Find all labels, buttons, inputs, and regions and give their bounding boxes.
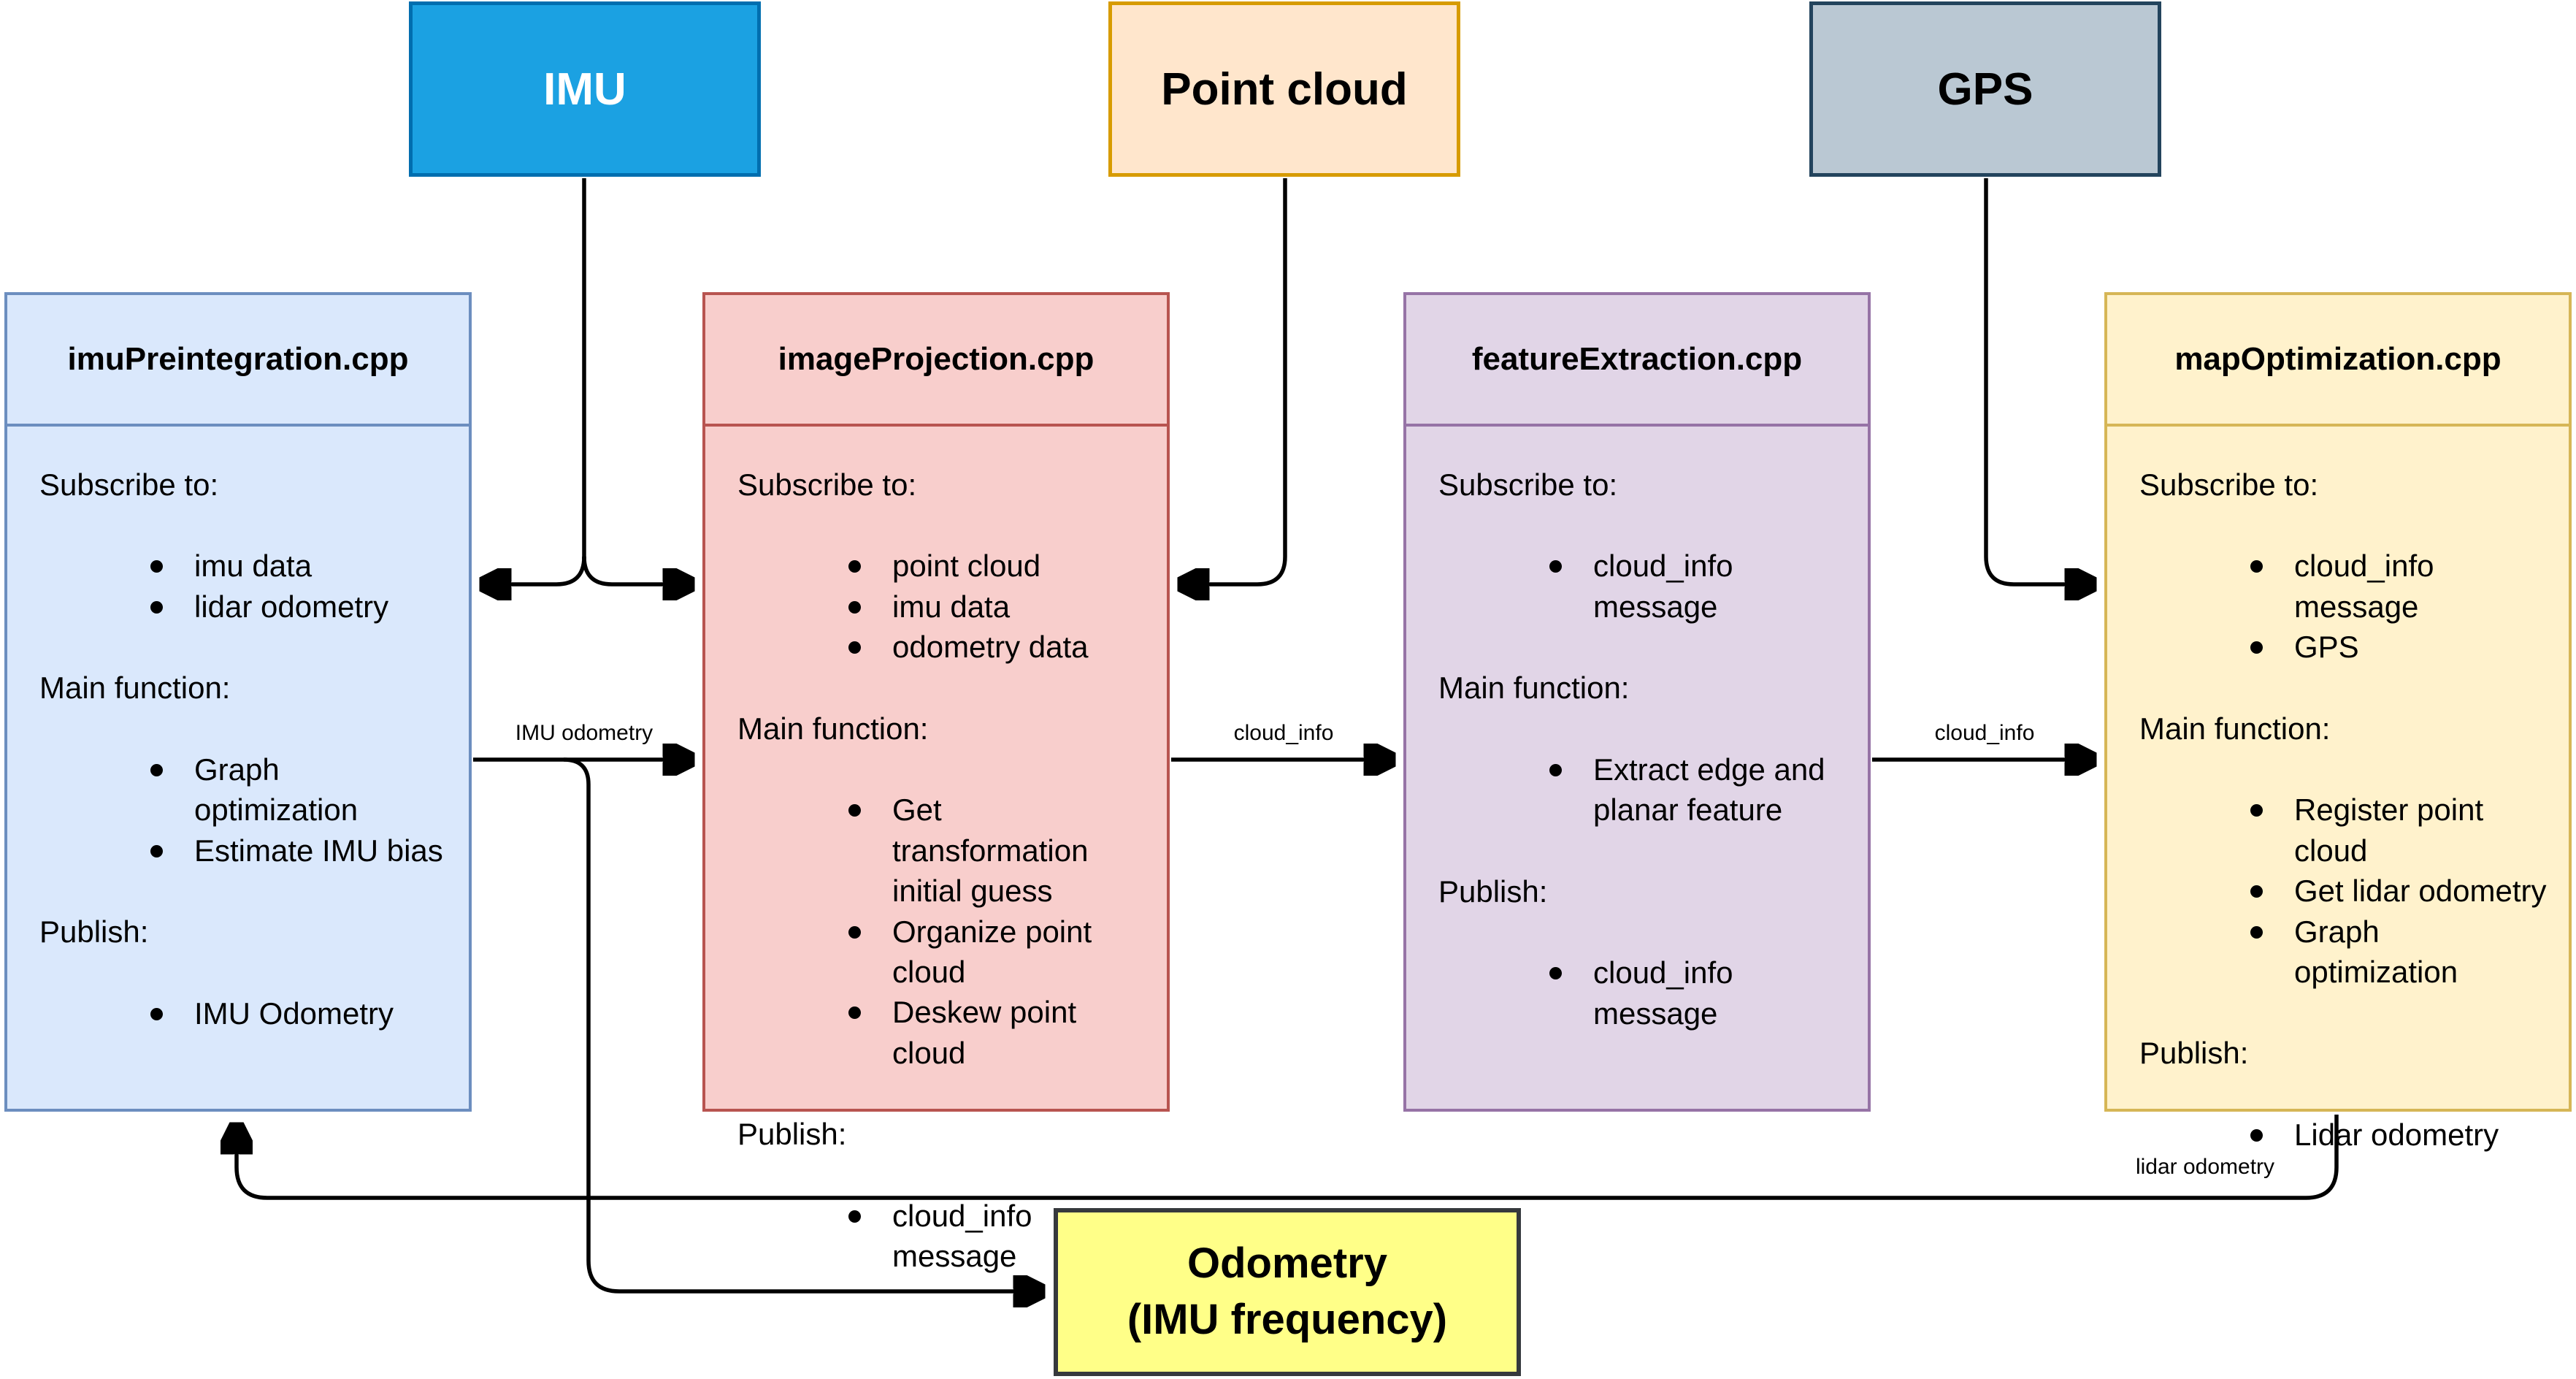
section-heading: Publish: [2139, 1036, 2249, 1071]
node-title: imuPreintegration.cpp [67, 341, 409, 377]
bullet-item: Get lidar odometry [2249, 871, 2547, 911]
node-gps-source: GPS [1809, 1, 2161, 177]
bullet-item: cloud_info message [1548, 952, 1846, 1034]
section-heading: Main function: [1438, 671, 1630, 706]
section-heading: Subscribe to: [2139, 467, 2319, 502]
section-heading: Publish: [39, 914, 149, 950]
bullet-item: lidar odometry [149, 587, 447, 627]
edge-label-lidar-odometry: lidar odometry [2131, 1155, 2280, 1180]
bullet-list: Register point cloud Get lidar odometry … [2139, 790, 2547, 992]
node-imu-source: IMU [409, 1, 761, 177]
node-imupreintegration-header: imuPreintegration.cpp [7, 295, 469, 427]
section-heading: Subscribe to: [737, 467, 917, 502]
bullet-list: cloud_info message [1438, 952, 1846, 1034]
bullet-item: imu data [847, 587, 1145, 627]
bullet-item: imu data [149, 546, 447, 586]
node-featureextraction-body: Subscribe to: cloud_info message Main fu… [1406, 427, 1868, 1034]
node-mapoptimization-header: mapOptimization.cpp [2107, 295, 2569, 427]
edge-gps-to-mapoptimization [1984, 178, 2094, 584]
bullet-list: point cloud imu data odometry data [737, 546, 1145, 667]
bullet-item: Graph optimization [2249, 912, 2547, 993]
edge-pointcloud-to-imageprojection [1180, 178, 1287, 584]
edge-imu-to-imupreintegration [482, 556, 586, 584]
edge-label-imu-odometry: IMU odometry [510, 721, 658, 746]
bullet-item: cloud_info message [847, 1196, 1145, 1277]
node-featureextraction-header: featureExtraction.cpp [1406, 295, 1868, 427]
edge-imu-to-imageprojection [582, 556, 692, 584]
bullet-item: GPS [2249, 627, 2547, 667]
pointcloud-source-label: Point cloud [1161, 64, 1408, 115]
bullet-item: Estimate IMU bias [149, 830, 447, 871]
section-heading: Subscribe to: [1438, 467, 1618, 502]
bullet-item: Get transformation initial guess [847, 790, 1145, 911]
bullet-list: Graph optimization Estimate IMU bias [39, 749, 447, 871]
gps-source-label: GPS [1937, 64, 2033, 115]
node-odometry-output: Odometry (IMU frequency) [1054, 1208, 1521, 1376]
node-imageprojection: imageProjection.cpp Subscribe to: point … [702, 292, 1170, 1273]
imu-source-label: IMU [543, 64, 626, 115]
edge-label-cloud-info-2: cloud_info [1930, 721, 2039, 746]
bullet-item: cloud_info message [1548, 546, 1846, 627]
section-heading: Subscribe to: [39, 467, 219, 502]
odometry-output-label-line2: (IMU frequency) [1127, 1296, 1448, 1343]
node-title: featureExtraction.cpp [1471, 341, 1803, 377]
bullet-list: Lidar odometry [2139, 1115, 2547, 1155]
section-heading: Main function: [39, 671, 231, 706]
bullet-item: Deskew point cloud [847, 992, 1145, 1073]
node-mapoptimization: mapOptimization.cpp Subscribe to: cloud_… [2104, 292, 2572, 1152]
bullet-list: IMU Odometry [39, 993, 447, 1034]
edge-label-cloud-info-1: cloud_info [1229, 721, 1338, 746]
bullet-item: odometry data [847, 627, 1145, 667]
bullet-list: cloud_info message GPS [2139, 546, 2547, 667]
bullet-item: IMU Odometry [149, 993, 447, 1034]
odometry-output-label-line1: Odometry [1187, 1239, 1387, 1288]
bullet-item: Extract edge and planar feature [1548, 749, 1846, 830]
bullet-item: Lidar odometry [2249, 1115, 2547, 1155]
bullet-item: point cloud [847, 546, 1145, 586]
bullet-list: imu data lidar odometry [39, 546, 447, 627]
node-featureextraction: featureExtraction.cpp Subscribe to: clou… [1403, 292, 1871, 1112]
bullet-item: Organize point cloud [847, 912, 1145, 993]
section-heading: Main function: [737, 711, 929, 746]
edge-lidar-odometry-feedback [237, 1115, 2339, 1200]
bullet-list: Extract edge and planar feature [1438, 749, 1846, 830]
node-title: mapOptimization.cpp [2174, 341, 2502, 377]
bullet-item: Graph optimization [149, 749, 447, 830]
bullet-item: Register point cloud [2249, 790, 2547, 871]
section-heading: Publish: [737, 1117, 847, 1152]
node-imageprojection-header: imageProjection.cpp [705, 295, 1167, 427]
bullet-list: cloud_info message [737, 1196, 1145, 1277]
node-imupreintegration: imuPreintegration.cpp Subscribe to: imu … [4, 292, 472, 1112]
bullet-list: Get transformation initial guess Organiz… [737, 790, 1145, 1073]
section-heading: Main function: [2139, 711, 2331, 746]
bullet-item: cloud_info message [2249, 546, 2547, 627]
bullet-list: cloud_info message [1438, 546, 1846, 627]
node-imupreintegration-body: Subscribe to: imu data lidar odometry Ma… [7, 427, 469, 1034]
node-imageprojection-body: Subscribe to: point cloud imu data odome… [705, 427, 1167, 1277]
section-heading: Publish: [1438, 874, 1548, 909]
node-mapoptimization-body: Subscribe to: cloud_info message GPS Mai… [2107, 427, 2569, 1155]
node-pointcloud-source: Point cloud [1108, 1, 1460, 177]
node-title: imageProjection.cpp [778, 341, 1095, 377]
